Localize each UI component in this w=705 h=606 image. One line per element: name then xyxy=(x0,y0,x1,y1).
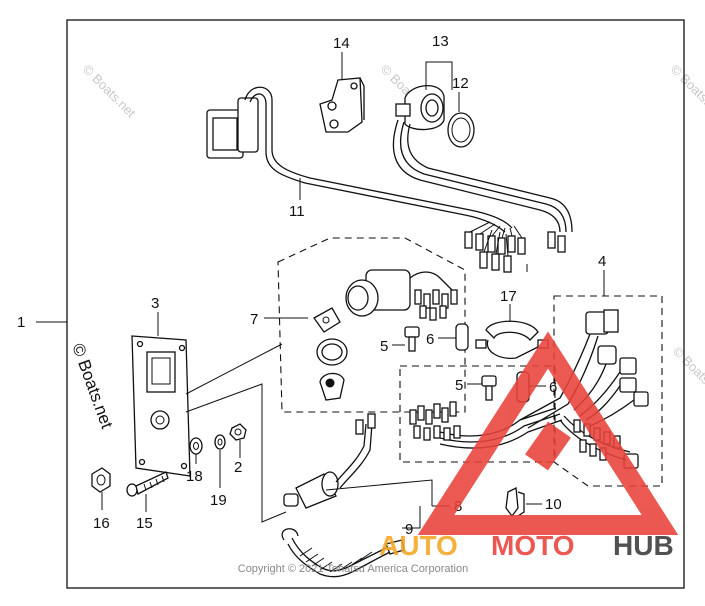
leader-9 xyxy=(402,506,421,529)
part-19-washer xyxy=(214,434,226,450)
part-15-bolt xyxy=(126,471,169,497)
callout-6-lower: 6 xyxy=(549,379,557,396)
callout-13: 13 xyxy=(432,33,449,50)
part-10-clip xyxy=(505,486,525,518)
watermark-left-vertical: © Boats.net xyxy=(68,341,116,431)
part-5-screw-upper xyxy=(404,326,420,352)
part-9-lanyard xyxy=(281,528,405,578)
group-4-sub-box xyxy=(399,365,556,463)
callout-5-upper: 5 xyxy=(380,338,388,355)
part-17-clamp xyxy=(475,320,549,359)
part-11-harness xyxy=(206,86,566,273)
callout-3: 3 xyxy=(151,295,159,312)
logo-word-moto: MOTO xyxy=(491,530,574,561)
callout-18: 18 xyxy=(186,468,203,485)
part-5-screw-lower xyxy=(481,375,497,401)
callout-9: 9 xyxy=(405,521,413,538)
assembly-frame xyxy=(66,19,685,589)
callout-17: 17 xyxy=(500,288,517,305)
logo-bar-icon xyxy=(525,421,571,471)
callout-19: 19 xyxy=(210,492,227,509)
callout-4: 4 xyxy=(598,253,606,270)
logo-word-auto: AUTO xyxy=(379,530,458,561)
leader-13 xyxy=(425,61,453,90)
panel-link-key xyxy=(185,343,283,395)
callout-2: 2 xyxy=(234,459,242,476)
group-4-box xyxy=(553,295,663,487)
part-18-washer xyxy=(189,437,203,455)
watermark-topright: © Boats.net xyxy=(668,62,705,121)
part-12-disc xyxy=(447,112,475,148)
callout-16: 16 xyxy=(93,515,110,532)
logo-word-hub: HUB xyxy=(613,530,674,561)
callout-14: 14 xyxy=(333,35,350,52)
part-8-stop-switch xyxy=(283,413,376,509)
callout-11: 11 xyxy=(289,203,305,220)
logo-triangle-icon xyxy=(417,331,679,535)
part-7-key-switch xyxy=(313,269,458,401)
callout-10: 10 xyxy=(545,496,562,513)
group-7-box xyxy=(277,237,466,413)
part-14-bracket xyxy=(319,77,365,133)
callout-6-upper: 6 xyxy=(426,331,434,348)
callout-5-lower: 5 xyxy=(455,377,463,394)
watermark-topleft: © Boats.net xyxy=(80,62,139,121)
copyright-text: Copyright © 2021 Tohatsu America Corpora… xyxy=(238,563,468,575)
part-16-nut xyxy=(91,467,111,493)
part-3-panel xyxy=(131,335,191,477)
callout-12: 12 xyxy=(452,75,469,92)
part-6-sleeve-upper xyxy=(455,323,469,351)
part-13-buzzer xyxy=(392,85,573,233)
leader-8 xyxy=(325,479,433,506)
part-2-nut xyxy=(229,423,247,441)
panel-link-stop xyxy=(185,383,287,523)
callout-1: 1 xyxy=(17,314,25,331)
callout-15: 15 xyxy=(136,515,153,532)
watermark-midright: © Boats.net xyxy=(670,344,705,403)
callout-7: 7 xyxy=(250,311,258,328)
automotohub-logo: AUTO MOTO HUB xyxy=(379,331,679,561)
